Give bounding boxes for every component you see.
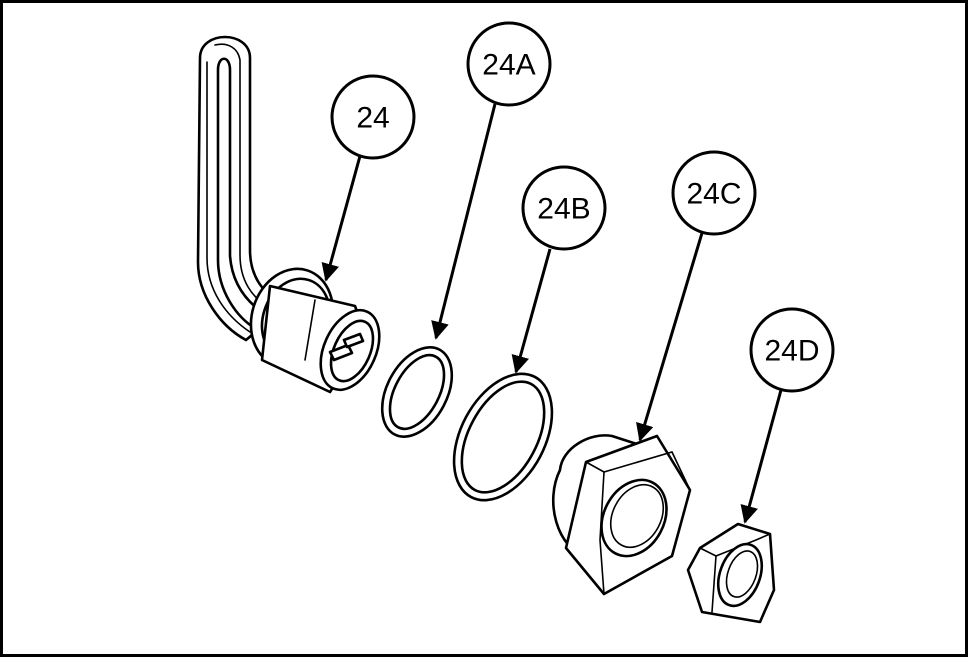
callout-label: 24	[356, 102, 389, 135]
part-24c-large-hex-nut	[552, 434, 692, 596]
leader-24a	[431, 103, 497, 340]
part-24-heating-element	[196, 35, 381, 394]
callout-24d: 24D	[749, 307, 835, 393]
callout-24: 24	[330, 74, 416, 160]
callout-label: 24D	[764, 335, 819, 368]
part-24b-large-ring	[452, 372, 554, 502]
leader-24b	[511, 248, 552, 374]
callout-label: 24A	[482, 49, 535, 82]
callout-24c: 24C	[671, 150, 757, 236]
callout-24a: 24A	[466, 21, 552, 107]
callout-label: 24C	[686, 178, 741, 211]
leader-24	[321, 155, 362, 282]
part-24d-small-hex-nut	[686, 522, 776, 624]
callout-label: 24B	[537, 193, 590, 226]
callout-24b: 24B	[521, 165, 607, 251]
leader-lines	[321, 103, 783, 524]
part-24a-small-ring	[380, 346, 454, 438]
leader-24d	[740, 389, 783, 524]
leader-24c	[636, 232, 704, 442]
